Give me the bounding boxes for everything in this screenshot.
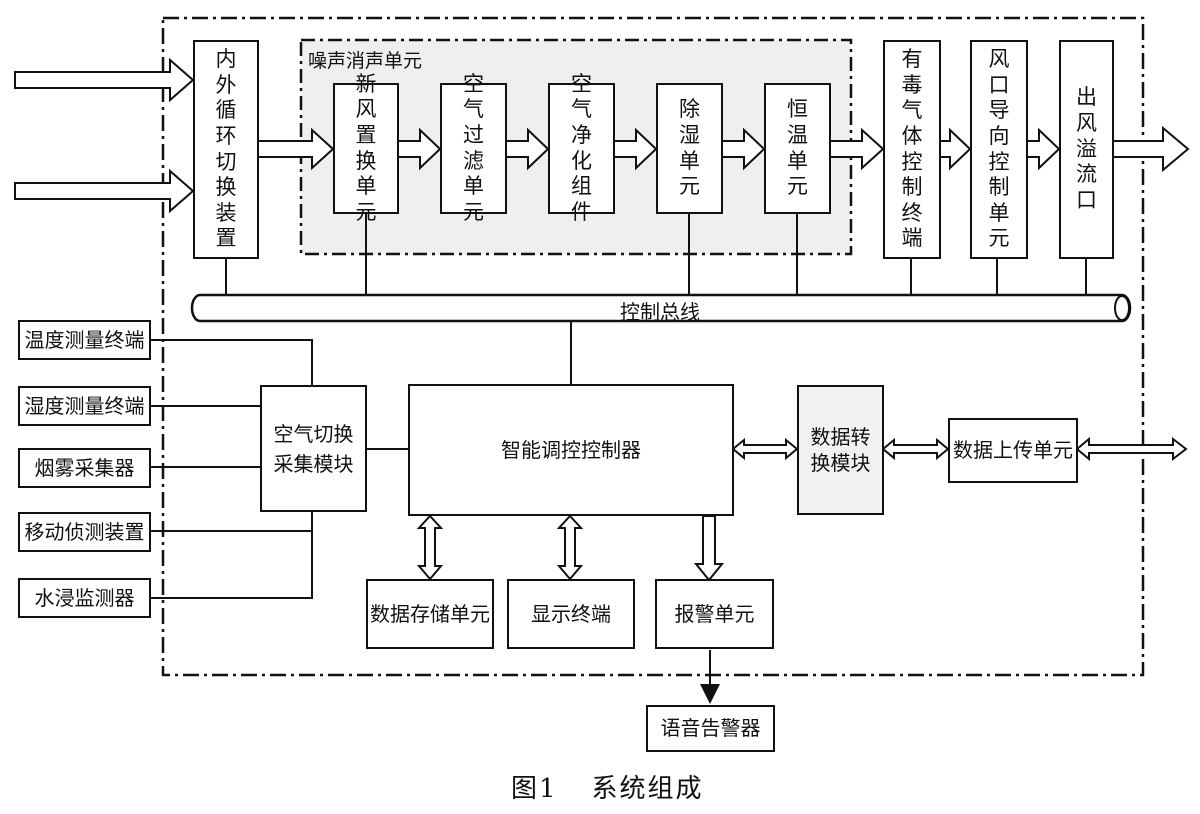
humidity-sensor-terminal: 湿度测量终端	[18, 386, 151, 426]
constant-temperature-unit: 恒温单元	[764, 83, 831, 214]
chain-arrow	[939, 127, 972, 171]
water-leak-monitor: 水浸监测器	[18, 578, 151, 618]
chain-box-label: 空气净化组件	[571, 71, 592, 224]
dehumidification-unit: 除湿单元	[656, 83, 723, 214]
intake-arrow-1	[14, 57, 195, 103]
outlet-arrow	[1112, 125, 1190, 173]
vent-direction-control-unit: 风口导向控制单元	[970, 40, 1028, 259]
chain-arrow	[257, 127, 335, 171]
chain-arrow	[397, 127, 442, 171]
chain-box-label: 恒温单元	[787, 97, 808, 199]
chain-arrow	[1026, 127, 1061, 171]
toxic-gas-control-terminal: 有毒气体控制终端	[883, 40, 941, 259]
data-upload-unit: 数据上传单元	[948, 418, 1078, 483]
chain-box-label: 内外循环切换装置	[215, 47, 237, 251]
chain-box-label: 新风置换单元	[355, 71, 377, 224]
chain-arrow	[721, 127, 766, 171]
data-conversion-module: 数据转换模块	[797, 385, 884, 515]
chain-arrow	[505, 127, 550, 171]
bus-drops	[225, 213, 1087, 384]
motion-detection-device: 移动侦测装置	[18, 512, 151, 552]
sensor-wiring	[150, 339, 408, 599]
air-purification-component: 空气净化组件	[548, 72, 615, 224]
smoke-collector: 烟雾采集器	[18, 448, 151, 488]
noise-group-title: 噪声消声单元	[308, 50, 423, 72]
air-outlet-overflow: 出风溢流口	[1059, 40, 1114, 259]
link-uploader-external	[1075, 436, 1188, 462]
chain-box-label: 有毒气体控制终端	[901, 47, 923, 251]
chain-box-label: 空气过滤单元	[463, 71, 484, 224]
air-filter-unit: 空气过滤单元	[440, 72, 507, 224]
control-bus-label: 控制总线	[620, 300, 700, 324]
system-boundary	[161, 16, 1145, 677]
fresh-air-replacement-unit: 新风置换单元	[333, 72, 399, 224]
chain-box-label: 风口导向控制单元	[988, 47, 1010, 251]
chain-box-label: 出风溢流口	[1076, 85, 1097, 212]
inner-outer-circulation-switch: 内外循环切换装置	[193, 40, 259, 259]
temperature-sensor-terminal: 温度测量终端	[18, 320, 151, 360]
intake-arrow-2	[14, 168, 195, 214]
voice-alarm: 语音告警器	[646, 705, 775, 752]
chain-arrow	[829, 127, 885, 171]
link-controller-display	[556, 514, 584, 581]
figure-title: 系统组成	[591, 774, 704, 804]
chain-box-label: 除湿单元	[679, 97, 700, 199]
display-terminal: 显示终端	[507, 579, 635, 649]
smart-regulation-controller: 智能调控控制器	[408, 384, 734, 516]
link-controller-alarm	[693, 515, 725, 582]
figure-number: 图1	[511, 774, 558, 804]
link-controller-converter	[731, 437, 799, 461]
link-converter-uploader	[881, 437, 950, 461]
control-bus-end	[1114, 295, 1130, 321]
figure-caption: 图1 系统组成	[511, 768, 704, 805]
alarm-unit: 报警单元	[655, 579, 774, 649]
air-switch-collection-module: 空气切换采集模块	[260, 385, 367, 512]
link-controller-storage	[416, 514, 444, 581]
data-storage-unit: 数据存储单元	[366, 579, 494, 649]
chain-arrow	[613, 127, 658, 171]
